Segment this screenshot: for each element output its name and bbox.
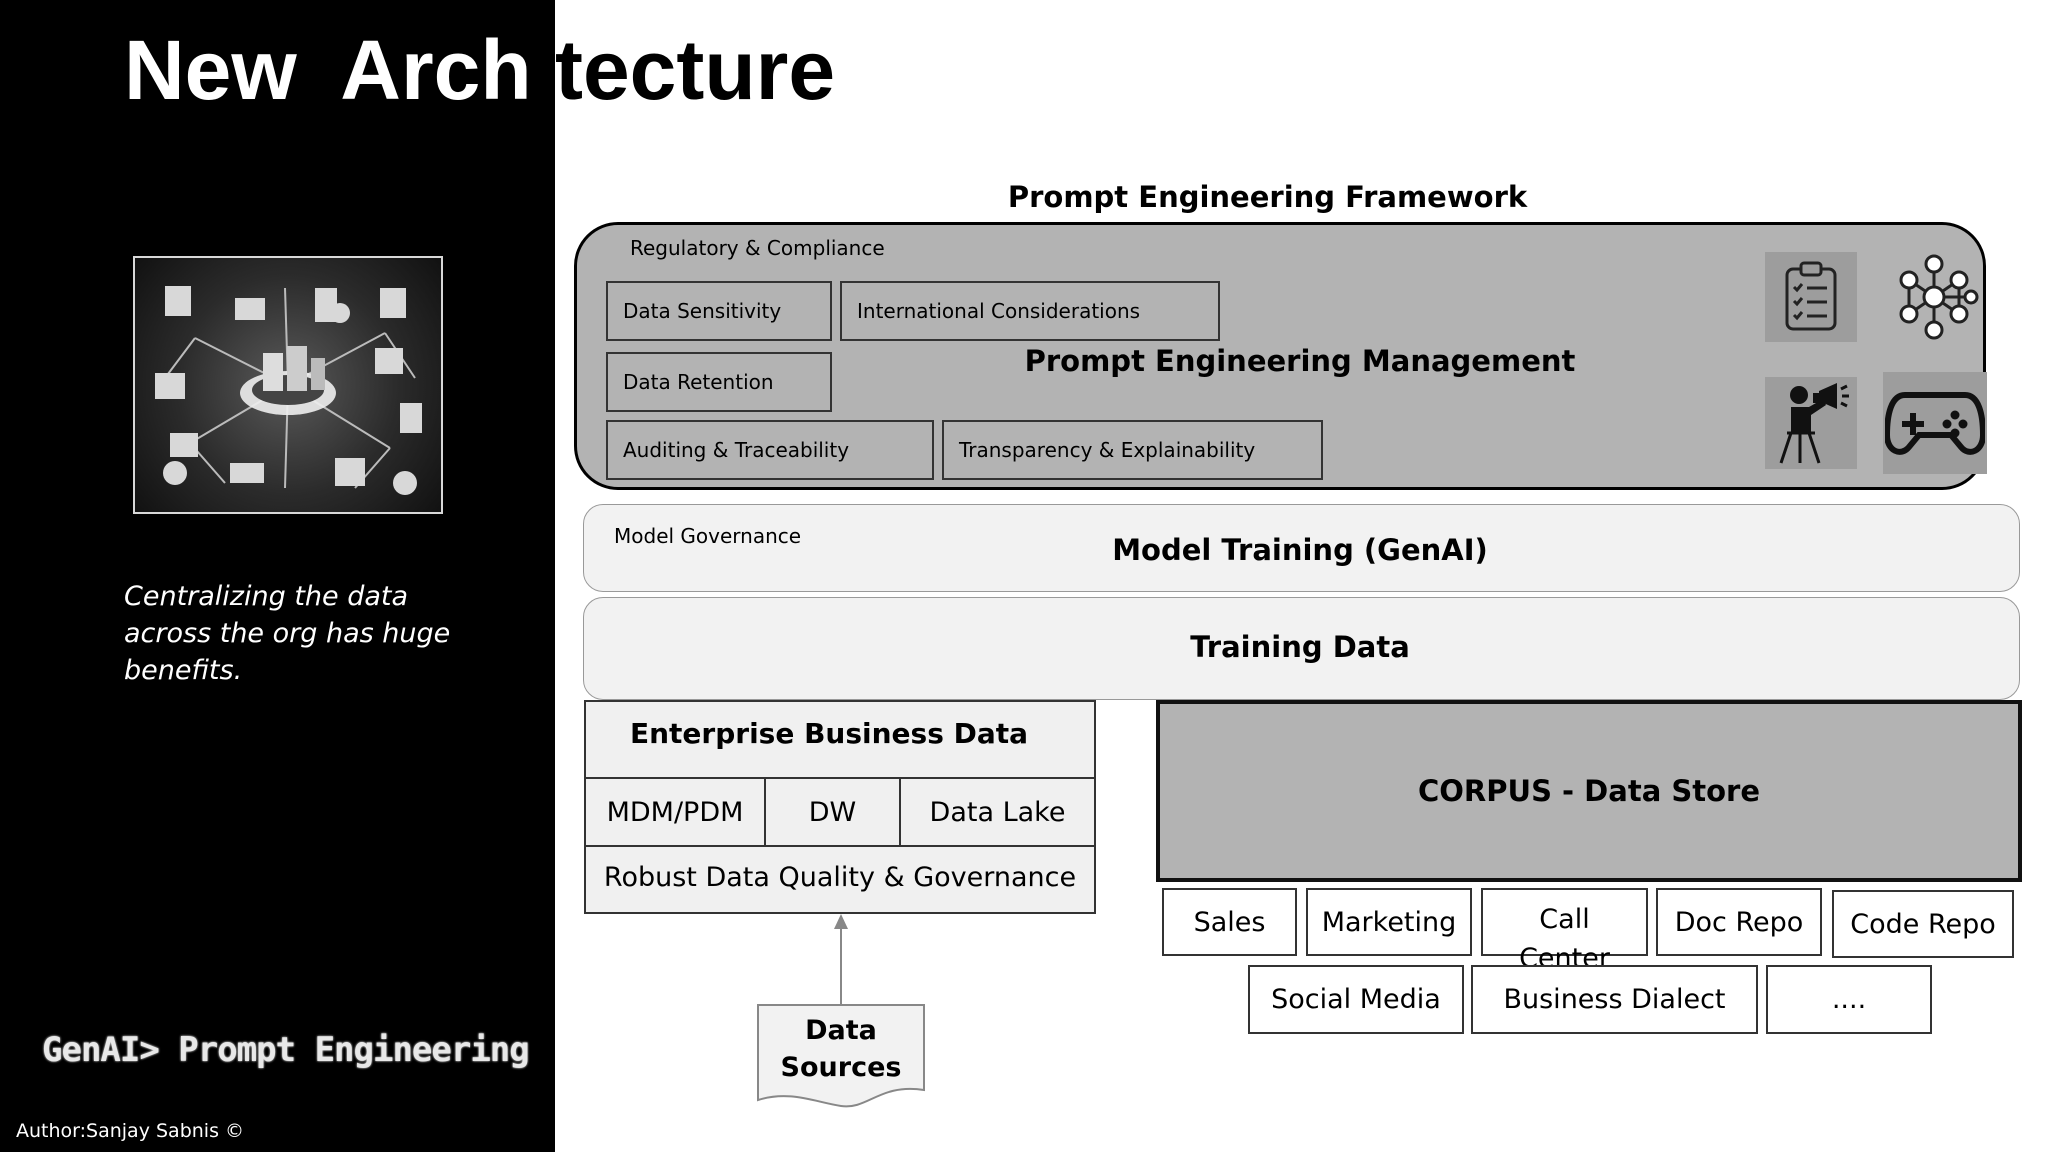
title-part-1: New Arch bbox=[124, 23, 532, 117]
enterprise-cell-datalake: Data Lake bbox=[899, 777, 1096, 847]
item-data-retention: Data Retention bbox=[606, 352, 832, 412]
model-governance-bar bbox=[583, 504, 2020, 592]
clipboard-checklist-icon bbox=[1765, 252, 1857, 342]
enterprise-cell-mdm: MDM/PDM bbox=[584, 777, 766, 847]
training-data-bar bbox=[583, 597, 2020, 700]
item-transparency-explainability: Transparency & Explainability bbox=[942, 420, 1323, 480]
slide-title: New Architecture bbox=[124, 20, 835, 120]
model-governance-label: Model Governance bbox=[614, 524, 802, 548]
enterprise-title: Enterprise Business Data bbox=[629, 717, 1029, 750]
corpus-business-dialect: Business Dialect bbox=[1471, 965, 1758, 1034]
corpus-box bbox=[1156, 700, 2022, 882]
item-auditing-traceability: Auditing & Traceability bbox=[606, 420, 934, 480]
arrow-head bbox=[834, 914, 848, 929]
framework-title: Prompt Engineering Framework bbox=[1007, 180, 1528, 214]
corpus-social-media: Social Media bbox=[1248, 965, 1464, 1034]
author-credit: Author:Sanjay Sabnis © bbox=[16, 1120, 245, 1142]
corpus-call-label: Call bbox=[1539, 904, 1590, 935]
item-data-sensitivity: Data Sensitivity bbox=[606, 281, 832, 341]
brand-label: GenAI> Prompt Engineering bbox=[42, 1030, 530, 1070]
gamepad-icon bbox=[1883, 372, 1987, 474]
corpus-marketing: Marketing bbox=[1306, 888, 1472, 956]
data-center-illustration bbox=[133, 256, 443, 514]
data-sources-line2: Sources bbox=[780, 1052, 902, 1083]
isometric-data-icon bbox=[155, 286, 422, 495]
data-sources-shape bbox=[757, 1004, 925, 1108]
corpus-call-center: Call bbox=[1481, 888, 1648, 956]
enterprise-cell-dw: DW bbox=[764, 777, 901, 847]
enterprise-quality: Robust Data Quality & Governance bbox=[603, 862, 1077, 893]
training-data-label: Training Data bbox=[1190, 630, 1410, 664]
corpus-sales: Sales bbox=[1162, 888, 1297, 956]
corpus-doc-repo: Doc Repo bbox=[1656, 888, 1822, 956]
regulatory-label: Regulatory & Compliance bbox=[630, 236, 885, 260]
title-part-2: itecture bbox=[531, 23, 836, 117]
data-sources-label: Data Sources bbox=[758, 1012, 924, 1086]
data-sources-line1: Data bbox=[805, 1015, 877, 1046]
item-international-considerations: International Considerations bbox=[840, 281, 1220, 341]
presenter-megaphone-icon bbox=[1765, 377, 1857, 469]
model-training-label: Model Training (GenAI) bbox=[1112, 533, 1488, 567]
caption-text: Centralizing the data across the org has… bbox=[124, 581, 451, 686]
management-label: Prompt Engineering Management bbox=[1024, 344, 1576, 378]
left-panel bbox=[0, 0, 555, 1152]
corpus-code-repo: Code Repo bbox=[1832, 890, 2014, 958]
corpus-title: CORPUS - Data Store bbox=[1418, 774, 1760, 808]
people-network-icon bbox=[1887, 252, 1981, 342]
corpus-more: .... bbox=[1766, 965, 1932, 1034]
